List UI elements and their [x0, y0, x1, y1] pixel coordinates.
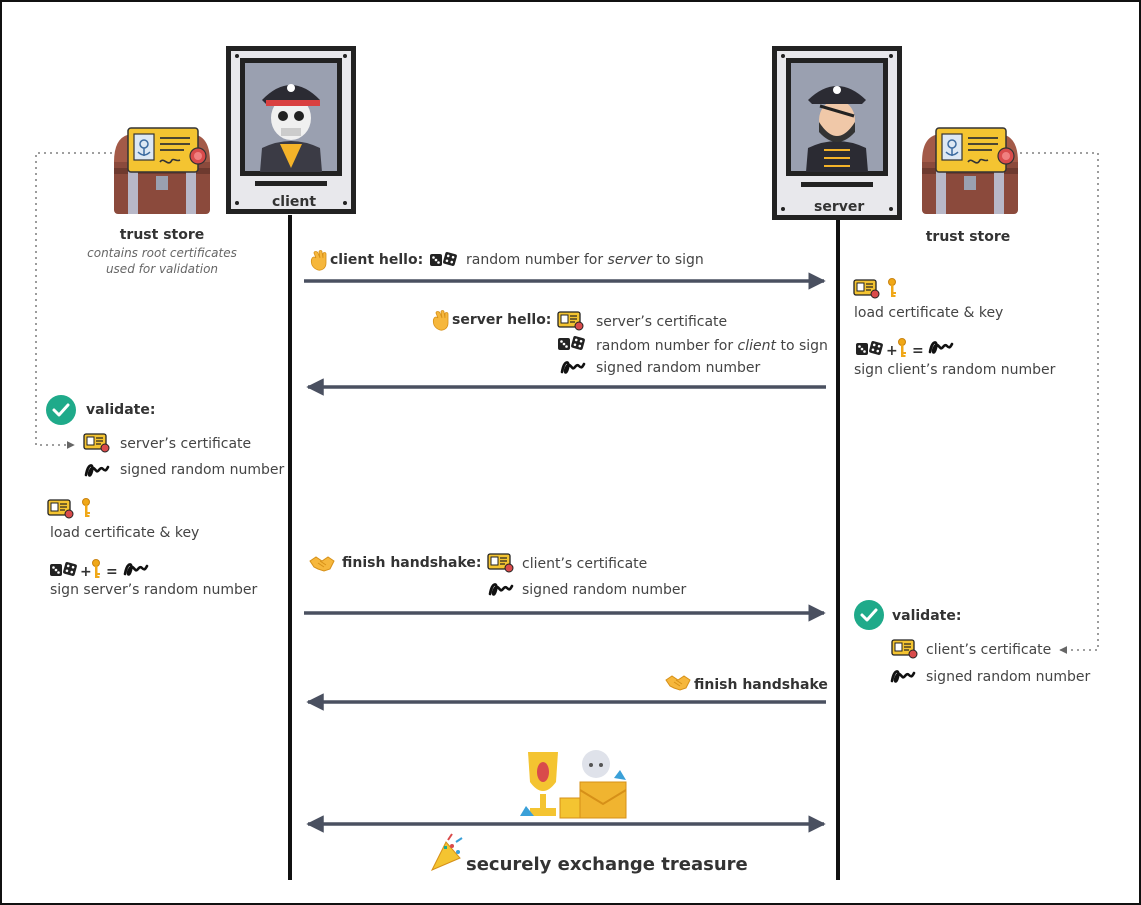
signature-icon	[123, 563, 149, 576]
certificate-icon	[487, 553, 514, 573]
dice-icon	[50, 561, 78, 577]
server-equation-equals: =	[912, 343, 924, 359]
server-validate-cert: client’s certificate	[926, 642, 1052, 658]
server-hello-signed: signed random number	[596, 360, 761, 376]
client-trust-link	[35, 152, 112, 449]
wave-hand-icon	[310, 250, 327, 271]
pirate-client-icon	[260, 84, 322, 172]
exchange-title: securely exchange treasure	[466, 854, 748, 875]
server-load-cert-key: load certificate & key	[854, 305, 1004, 321]
signature-icon	[890, 670, 916, 683]
key-icon	[82, 498, 91, 518]
client-trust-store-desc-1: contains root certificates	[87, 246, 237, 260]
handshake-icon	[665, 675, 691, 691]
client-trust-store-title: trust store	[119, 227, 205, 243]
client-equation-equals: =	[106, 564, 118, 580]
party-popper-icon	[430, 833, 463, 871]
key-icon	[898, 338, 907, 358]
client-finish-cert: client’s certificate	[522, 556, 648, 572]
certificate-icon	[83, 433, 110, 453]
client-sign-text: sign server’s random number	[50, 582, 258, 598]
server-trust-store-title: trust store	[925, 229, 1011, 245]
signature-icon	[84, 464, 110, 477]
client-validate-cert: server’s certificate	[120, 436, 252, 452]
dice-icon	[856, 340, 884, 356]
check-icon	[44, 393, 78, 427]
server-portrait	[772, 46, 902, 220]
server-validate-title: validate:	[892, 608, 962, 624]
signature-icon	[560, 361, 586, 374]
wave-hand-icon	[432, 310, 449, 331]
server-validate-signed: signed random number	[926, 669, 1091, 685]
key-icon	[888, 278, 897, 298]
treasure-icon	[520, 750, 627, 819]
dice-icon	[558, 335, 586, 351]
server-hello-cert: server’s certificate	[596, 314, 728, 330]
server-label: server	[814, 199, 865, 215]
certificate-icon	[891, 639, 918, 659]
server-trust-link	[1020, 152, 1099, 654]
server-sign-text: sign client’s random number	[854, 362, 1056, 378]
signature-icon	[928, 341, 954, 354]
server-equation-plus: +	[886, 343, 898, 359]
client-finish-signed: signed random number	[522, 582, 687, 598]
key-icon	[92, 559, 101, 579]
client-trust-store-desc-2: used for validation	[105, 262, 219, 276]
certificate-icon	[47, 499, 74, 519]
pirate-server-icon	[806, 86, 868, 172]
server-trust-store-chest-icon	[921, 127, 1019, 215]
client-label: client	[272, 194, 317, 210]
signature-icon	[488, 583, 514, 596]
check-icon	[852, 598, 886, 632]
certificate-icon	[853, 279, 880, 299]
server-finish-title: finish handshake	[694, 677, 828, 693]
handshake-icon	[309, 556, 335, 572]
client-load-cert-key: load certificate & key	[50, 525, 200, 541]
client-trust-store-chest-icon	[113, 127, 211, 215]
client-hello-title: client hello:	[330, 252, 424, 268]
dice-icon	[430, 251, 458, 267]
client-validate-title: validate:	[86, 402, 156, 418]
client-finish-title: finish handshake:	[342, 555, 482, 571]
client-validate-signed: signed random number	[120, 462, 285, 478]
certificate-icon	[557, 311, 584, 331]
client-portrait	[226, 46, 356, 214]
server-hello-title: server hello:	[452, 312, 552, 328]
server-hello-random: random number for client to sign	[596, 338, 828, 354]
client-equation-plus: +	[80, 564, 92, 580]
client-hello-text: random number for server to sign	[466, 252, 704, 268]
